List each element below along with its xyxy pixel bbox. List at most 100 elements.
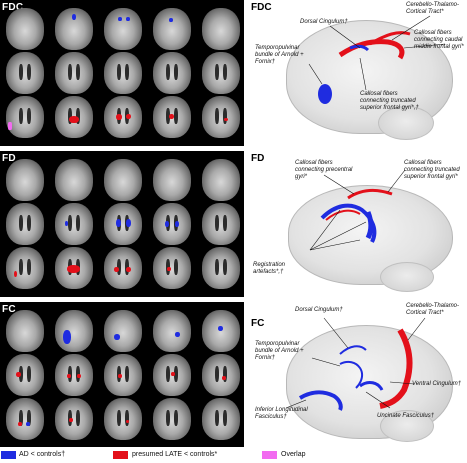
axial-slice: [6, 310, 44, 352]
fd-right-label: FD: [251, 153, 265, 164]
axial-slice: [6, 96, 44, 138]
axial-slice: [104, 96, 142, 138]
ventricle: [223, 410, 227, 426]
fd-left-label: FD: [2, 153, 16, 164]
ventricle: [76, 215, 80, 231]
legend-ad-label: AD < controls†: [19, 451, 66, 458]
late-effect-blob: [67, 265, 80, 273]
legend-late-label: presumed LATE < controls*: [132, 451, 218, 458]
axial-slice: [202, 96, 240, 138]
fdc-ann-callosal-truncated: Callosal fibers connecting truncated sup…: [360, 91, 419, 111]
ventricle: [27, 366, 31, 382]
ventricle: [174, 366, 178, 382]
overlap-blob: [8, 122, 12, 130]
ventricle: [27, 64, 31, 80]
fd-cerebellum: [380, 262, 434, 292]
legend: AD < controls† presumed LATE < controls*…: [0, 449, 467, 463]
late-effect-blob: [222, 376, 226, 380]
ventricle: [68, 64, 72, 80]
late-effect-blob: [14, 271, 17, 277]
axial-slice: [104, 52, 142, 94]
fdc-blue-temporal: [318, 84, 332, 104]
ventricle: [27, 215, 31, 231]
ventricle: [166, 108, 170, 124]
fd-ann-registration: Registration artefacts*,†: [253, 262, 286, 275]
ad-effect-blob: [26, 422, 30, 426]
axial-slice: [153, 8, 191, 50]
ventricle: [19, 64, 23, 80]
late-effect-blob: [224, 118, 228, 121]
axial-slice: [6, 159, 44, 201]
ventricle: [215, 64, 219, 80]
ventricle: [166, 64, 170, 80]
fd-ann-callosal-precentral: Callosal fibers connecting precentral gy…: [295, 160, 353, 180]
ventricle: [174, 410, 178, 426]
fd-ann-callosal-truncated: Callosal fibers connecting truncated sup…: [404, 160, 460, 180]
axial-slice: [202, 354, 240, 396]
late-effect-blob: [114, 267, 119, 272]
axial-slice: [202, 310, 240, 352]
late-effect-blob: [126, 267, 131, 272]
ad-effect-blob: [165, 221, 169, 227]
ventricle: [223, 64, 227, 80]
fc-ann-ventral-cingulum: Ventral Cingulum†: [412, 381, 462, 387]
late-effect-blob: [69, 418, 73, 422]
ventricle: [19, 108, 23, 124]
axial-slice: [153, 203, 191, 245]
late-effect-blob: [126, 114, 131, 119]
ad-effect-blob: [63, 330, 71, 344]
ventricle: [215, 215, 219, 231]
axial-slice: [104, 354, 142, 396]
ventricle: [27, 108, 31, 124]
ventricle: [215, 259, 219, 275]
fc-ann-uncinate: Uncinate Fasciculus†: [377, 413, 435, 419]
fc-blue-uncinate: [359, 381, 384, 391]
ventricle: [215, 410, 219, 426]
ventricle: [68, 215, 72, 231]
ad-effect-blob: [118, 17, 122, 21]
ad-effect-blob: [126, 219, 131, 227]
fc-red-tract: [379, 328, 413, 409]
fdc-red-tract-2: [369, 31, 411, 46]
legend-late-swatch: [113, 451, 128, 459]
late-effect-blob: [77, 374, 81, 378]
axial-slice: [55, 203, 93, 245]
axial-slice: [55, 247, 93, 289]
late-effect-blob: [69, 116, 79, 123]
fc-right-label: FC: [251, 318, 265, 329]
axial-slice: [55, 8, 93, 50]
ventricle: [166, 366, 170, 382]
ventricle: [117, 64, 121, 80]
ventricle: [76, 410, 80, 426]
ventricle: [215, 366, 219, 382]
ventricle: [215, 108, 219, 124]
ventricle: [19, 215, 23, 231]
axial-slice: [153, 310, 191, 352]
axial-slice: [55, 52, 93, 94]
ventricle: [125, 410, 129, 426]
axial-slice: [153, 52, 191, 94]
ventricle: [223, 259, 227, 275]
fdc-ann-cerebello: Cerebello-Thalamo-Cortical Tract*: [406, 2, 460, 15]
ventricle: [76, 108, 80, 124]
ventricle: [174, 64, 178, 80]
ad-effect-blob: [218, 326, 223, 331]
fc-blue-temporopulvinar: [339, 360, 364, 389]
ventricle: [76, 64, 80, 80]
axial-slice: [6, 52, 44, 94]
ad-effect-blob: [175, 221, 179, 227]
axial-slice: [6, 247, 44, 289]
axial-slice: [104, 203, 142, 245]
fdc-right-label: FDC: [251, 2, 272, 13]
fd-red-tract: [347, 189, 393, 200]
ad-effect-blob: [114, 334, 120, 340]
late-effect-blob: [67, 374, 71, 378]
axial-slice: [153, 96, 191, 138]
late-effect-blob: [18, 422, 22, 426]
axial-slice: [104, 398, 142, 440]
fdc-tract-render: [308, 15, 446, 104]
ad-effect-blob: [72, 14, 76, 20]
fc-blue-ilf: [298, 390, 343, 411]
axial-slice: [202, 398, 240, 440]
axial-slice: [202, 52, 240, 94]
